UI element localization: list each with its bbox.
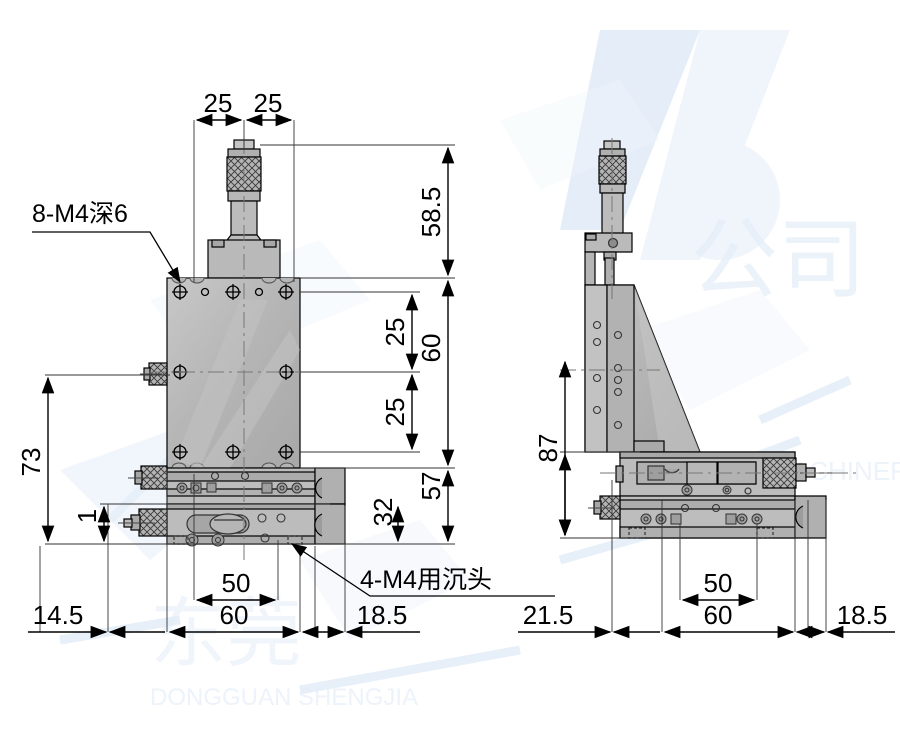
dim-25-right: 25	[254, 88, 283, 118]
note-8-m4: 8-M4深6	[32, 200, 128, 228]
dim-60-horizontal: 60	[220, 600, 249, 630]
dim-50-side: 50	[704, 568, 733, 598]
dim-25-left: 25	[204, 88, 233, 118]
dim-25-lower: 25	[380, 398, 410, 427]
side-view-geometry	[584, 140, 840, 539]
note-4-m4: 4-M4用沉头	[360, 566, 492, 594]
dim-87: 87	[533, 434, 563, 463]
centerlines	[150, 138, 860, 560]
dimension-text: 25 25 58.5 25 25 60 57 32 73 1 14.5 50 6…	[16, 88, 887, 630]
dim-73: 73	[16, 448, 46, 477]
dim-18-5-side: 18.5	[837, 600, 888, 630]
lower-micrometer	[118, 508, 168, 537]
dim-58-5: 58.5	[416, 187, 446, 238]
side-adjust-knob	[588, 495, 621, 520]
annotation-text: 8-M4深6 4-M4用沉头	[32, 200, 492, 594]
dim-60-side: 60	[704, 600, 733, 630]
dim-18-5: 18.5	[357, 600, 408, 630]
front-view-geometry	[118, 139, 346, 547]
adjust-knob-mid	[140, 362, 168, 386]
dim-60-vertical: 60	[416, 334, 446, 363]
dim-14-5: 14.5	[33, 600, 84, 630]
leader-lines	[32, 231, 555, 597]
dim-50: 50	[222, 568, 251, 598]
dim-1: 1	[72, 509, 102, 523]
svg-text:DONGGUAN SHENGJIA: DONGGUAN SHENGJIA	[150, 684, 418, 711]
tapped-hole-pattern	[172, 284, 294, 460]
dim-32: 32	[368, 498, 398, 527]
adjust-knob-upper-stage	[128, 465, 168, 490]
dim-21-5: 21.5	[523, 600, 574, 630]
svg-text:公司: 公司	[690, 208, 866, 311]
dim-25-upper: 25	[380, 318, 410, 347]
dim-57: 57	[416, 472, 446, 501]
